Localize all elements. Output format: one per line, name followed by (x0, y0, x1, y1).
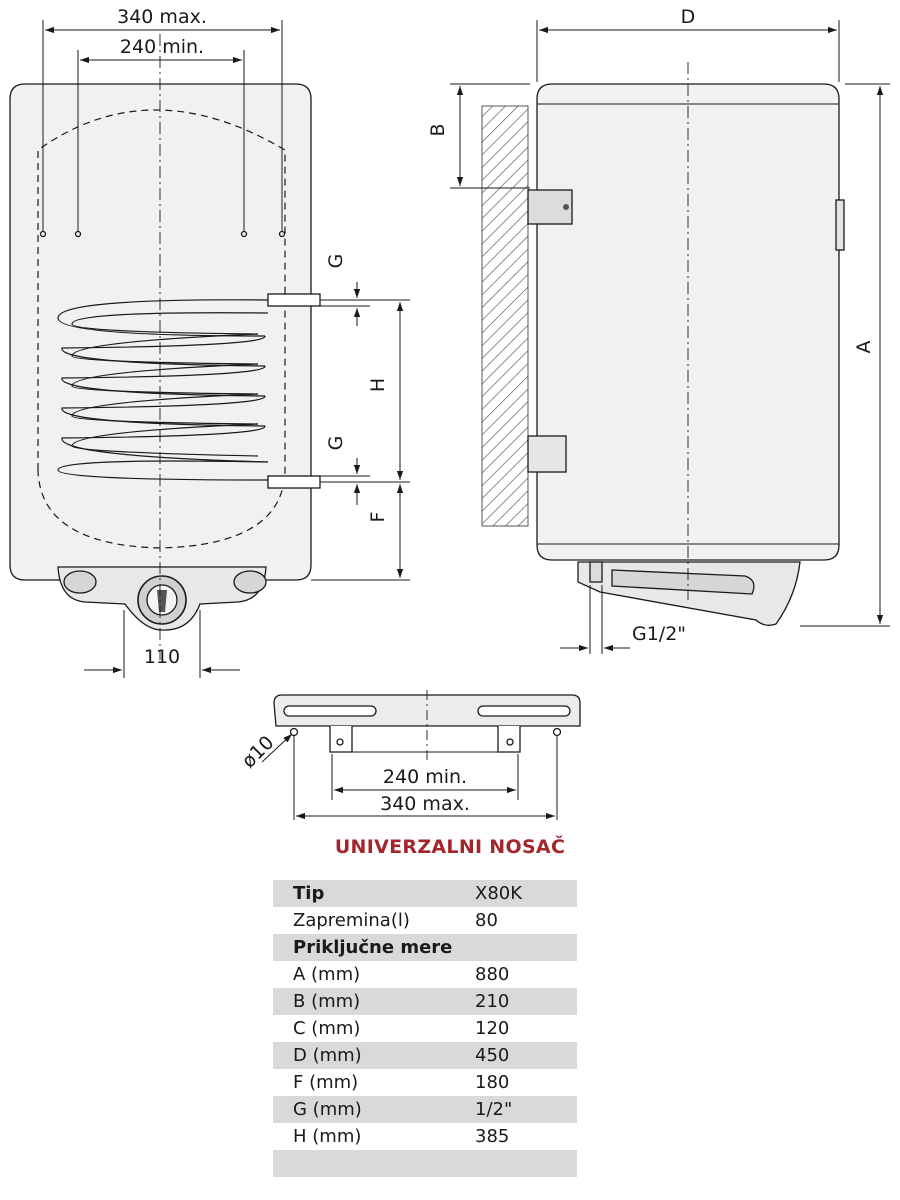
spec-value: 385 (475, 1126, 510, 1147)
spec-row: H (mm) 385 (273, 1123, 577, 1150)
spec-row: F (mm) 180 (273, 1069, 577, 1096)
spec-key: Priključne mere (273, 934, 475, 961)
spec-row: Priključne mere (273, 934, 577, 961)
inner-tank-outline (37, 109, 286, 549)
universal-bracket-drawing (273, 690, 581, 760)
label-f: F (367, 512, 389, 523)
side-view (481, 62, 845, 626)
label-bracket-240-min: 240 min. (383, 766, 467, 788)
label-diameter-10: ø10 (238, 732, 279, 773)
spec-key: Tip (273, 880, 475, 907)
dimension-labels: 340 max. 240 min. 110 G G H F D B A G1/2… (117, 6, 875, 815)
spec-row (273, 1150, 577, 1177)
wall-hatch (481, 105, 529, 527)
front-dimensions (42, 20, 410, 678)
label-g-upper: G (325, 254, 347, 269)
spec-row: A (mm) 880 (273, 961, 577, 988)
label-340-max: 340 max. (117, 6, 207, 28)
spec-key: C (mm) (293, 1018, 361, 1039)
front-view (9, 34, 321, 660)
spec-value: 1/2" (475, 1096, 577, 1123)
spec-key: B (mm) (273, 988, 475, 1015)
spec-key (273, 1150, 475, 1177)
bracket-title: UNIVERZALNI NOSAČ (334, 836, 566, 858)
lower-pipe (267, 475, 321, 489)
label-a: A (853, 341, 875, 354)
spec-key: H (mm) (293, 1126, 362, 1147)
thermostat-knob-icon (137, 575, 187, 625)
label-b: B (427, 123, 449, 136)
spec-row: B (mm)210 (273, 988, 577, 1015)
label-110: 110 (144, 646, 180, 668)
label-240-min: 240 min. (120, 36, 204, 58)
right-foot (233, 570, 267, 594)
spec-row: Zapremina(l) 80 (273, 907, 577, 934)
spec-key: Zapremina(l) (293, 910, 410, 931)
side-base (577, 561, 801, 626)
spec-key: A (mm) (293, 964, 361, 985)
spec-row: D (mm)450 (273, 1042, 577, 1069)
left-foot (63, 570, 97, 594)
spec-key: D (mm) (273, 1042, 475, 1069)
spec-value: 210 (475, 988, 577, 1015)
label-h: H (367, 378, 389, 392)
spec-value: 450 (475, 1042, 577, 1069)
spec-value (475, 934, 577, 961)
spec-row: G (mm)1/2" (273, 1096, 577, 1123)
label-g-lower: G (325, 436, 347, 451)
spec-key: G (mm) (273, 1096, 475, 1123)
upper-pipe (267, 293, 321, 307)
spec-key: F (mm) (293, 1072, 359, 1093)
spec-value: 180 (475, 1072, 510, 1093)
spec-value: X80K (475, 880, 577, 907)
side-panel (835, 199, 845, 251)
technical-drawing: 340 max. 240 min. 110 G G H F D B A G1/2… (9, 6, 890, 820)
mounting-bracket-lower (527, 435, 567, 473)
label-d: D (681, 6, 696, 28)
spec-value: 80 (475, 910, 498, 931)
spec-value (475, 1150, 577, 1177)
label-g-half: G1/2" (632, 623, 686, 645)
heating-coil (57, 299, 269, 481)
spec-value: 880 (475, 964, 510, 985)
spec-value: 120 (475, 1018, 510, 1039)
spec-row: C (mm) 120 (273, 1015, 577, 1042)
side-dimensions (450, 20, 890, 654)
label-bracket-340-max: 340 max. (380, 793, 470, 815)
bracket-dimensions (261, 733, 558, 820)
